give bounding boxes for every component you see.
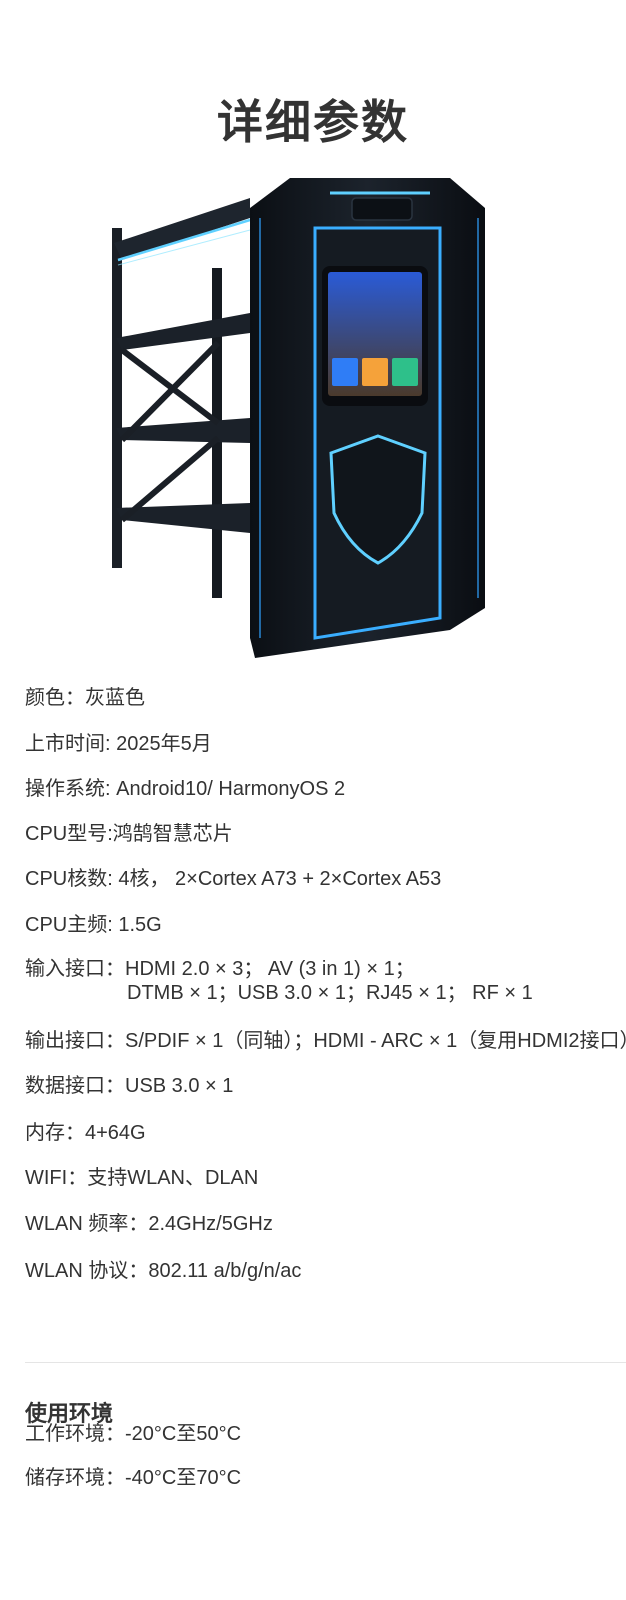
spec-color: 颜色：灰蓝色	[25, 687, 145, 709]
product-image	[112, 178, 485, 658]
spec-input-line-1: 输入接口：HDMI 2.0 × 3； AV (3 in 1) × 1；	[25, 958, 415, 980]
spec-input-ports: 输入接口：HDMI 2.0 × 3； AV (3 in 1) × 1； DTMB…	[25, 957, 533, 1005]
spec-working-environment: 工作环境：-20°C至50°C	[25, 1423, 242, 1445]
shelf-rack	[112, 198, 251, 598]
spec-input-line-2: DTMB × 1；USB 3.0 × 1；RJ45 × 1； RF × 1	[127, 982, 533, 1004]
spec-data-port: 数据接口：USB 3.0 × 1	[25, 1075, 234, 1097]
environment-title: 使用环境	[25, 1401, 114, 1426]
spec-output-ports: 输出接口：S/PDIF × 1（同轴）；HDMI - ARC × 1（复用HDM…	[25, 1030, 626, 1052]
section-divider	[25, 1362, 626, 1363]
spec-wifi: WIFI：支持WLAN、DLAN	[25, 1167, 259, 1189]
spec-memory: 内存：4+64G	[25, 1122, 146, 1144]
page-title: 详细参数	[217, 96, 409, 148]
spec-wlan-frequency: WLAN 频率：2.4GHz/5GHz	[25, 1213, 273, 1235]
spec-wlan-protocol: WLAN 协议：802.11 a/b/g/n/ac	[25, 1260, 302, 1282]
spec-cpu-cores: CPU核数: 4核， 2×Cortex A73 + 2×Cortex A53	[25, 868, 442, 890]
spec-release-date: 上市时间: 2025年5月	[25, 733, 212, 755]
shield-icon	[329, 434, 427, 565]
spec-cpu-model: CPU型号:鸿鹄智慧芯片	[25, 823, 233, 845]
spec-storage-environment: 储存环境：-40°C至70°C	[25, 1467, 242, 1489]
spec-cpu-frequency: CPU主频: 1.5G	[25, 914, 162, 936]
spec-os: 操作系统: Android10/ HarmonyOS 2	[25, 778, 346, 800]
touch-screen	[322, 266, 428, 406]
cabinet	[250, 178, 485, 658]
